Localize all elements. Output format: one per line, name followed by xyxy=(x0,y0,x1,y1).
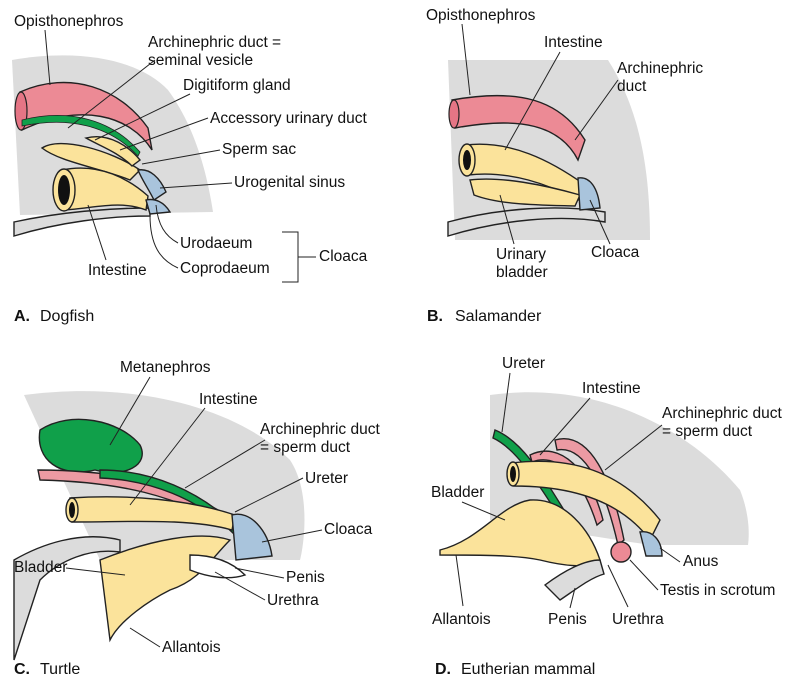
a-label-opisthonephros: Opisthonephros xyxy=(14,13,124,30)
panel-a-dogfish: Opisthonephros Archinephric duct = semin… xyxy=(12,13,368,325)
a-label-cloaca: Cloaca xyxy=(319,248,368,265)
a-label-intestine: Intestine xyxy=(88,262,147,279)
b-caption-letter: B. xyxy=(427,308,443,325)
c-label-archinephric-1: Archinephric duct xyxy=(260,421,380,438)
c-label-ureter: Ureter xyxy=(305,470,348,487)
b-label-urinary-1: Urinary xyxy=(496,246,546,263)
d-label-testis: Testis in scrotum xyxy=(660,582,775,599)
d-penis-shape xyxy=(545,560,604,600)
b-label-archinephric-1: Archinephric xyxy=(617,60,703,77)
panel-c-turtle: Metanephros Intestine Archinephric duct … xyxy=(14,359,380,678)
b-label-cloaca: Cloaca xyxy=(591,244,640,261)
c-label-allantois: Allantois xyxy=(162,639,221,656)
d-label-bladder: Bladder xyxy=(431,484,484,501)
d-testis-shape xyxy=(611,542,631,562)
d-intestine-lumen xyxy=(510,466,516,482)
c-label-intestine: Intestine xyxy=(199,391,258,408)
c-label-cloaca: Cloaca xyxy=(324,521,373,538)
d-label-intestine: Intestine xyxy=(582,380,641,397)
a-label-sperm-sac: Sperm sac xyxy=(222,141,296,158)
a-label-accessory: Accessory urinary duct xyxy=(210,110,367,127)
d-label-allantois: Allantois xyxy=(432,611,491,628)
a-intestine-lumen xyxy=(58,175,70,205)
d-caption-name: Eutherian mammal xyxy=(461,661,595,678)
d-caption-letter: D. xyxy=(435,661,451,678)
panel-b-salamander: Opisthonephros Intestine Archinephric du… xyxy=(426,7,703,325)
d-label-ureter: Ureter xyxy=(502,355,545,372)
a-label-archinephric-2: seminal vesicle xyxy=(148,52,253,69)
b-label-intestine: Intestine xyxy=(544,34,603,51)
b-intestine-lumen xyxy=(463,150,471,170)
a-label-digitiform: Digitiform gland xyxy=(183,77,291,94)
a-label-archinephric-1: Archinephric duct = xyxy=(148,34,281,51)
d-label-archinephric-1: Archinephric duct xyxy=(662,405,782,422)
c-label-penis: Penis xyxy=(286,569,325,586)
d-label-urethra: Urethra xyxy=(612,611,664,628)
d-label-anus: Anus xyxy=(683,553,719,570)
c-label-metanephros: Metanephros xyxy=(120,359,211,376)
a-label-urogenital-sinus: Urogenital sinus xyxy=(234,174,345,191)
b-label-opisthonephros: Opisthonephros xyxy=(426,7,536,24)
b-label-archinephric-2: duct xyxy=(617,78,647,95)
b-label-urinary-2: bladder xyxy=(496,264,548,281)
a-caption-name: Dogfish xyxy=(40,308,94,325)
c-label-urethra: Urethra xyxy=(267,592,319,609)
a-caption-letter: A. xyxy=(14,308,30,325)
a-label-coprodaeum: Coprodaeum xyxy=(180,260,270,277)
c-caption-letter: C. xyxy=(14,661,30,678)
b-opisthonephros-end xyxy=(449,100,459,128)
c-intestine-lumen xyxy=(69,502,75,518)
c-label-bladder: Bladder xyxy=(14,559,67,576)
c-caption-name: Turtle xyxy=(40,661,80,678)
panel-d-eutherian-mammal: Ureter Intestine Archinephric duct = spe… xyxy=(431,355,782,678)
d-label-penis: Penis xyxy=(548,611,587,628)
c-label-archinephric-2: = sperm duct xyxy=(260,439,351,456)
b-caption-name: Salamander xyxy=(455,308,542,325)
d-label-archinephric-2: = sperm duct xyxy=(662,423,753,440)
a-label-urodaeum: Urodaeum xyxy=(180,235,252,252)
